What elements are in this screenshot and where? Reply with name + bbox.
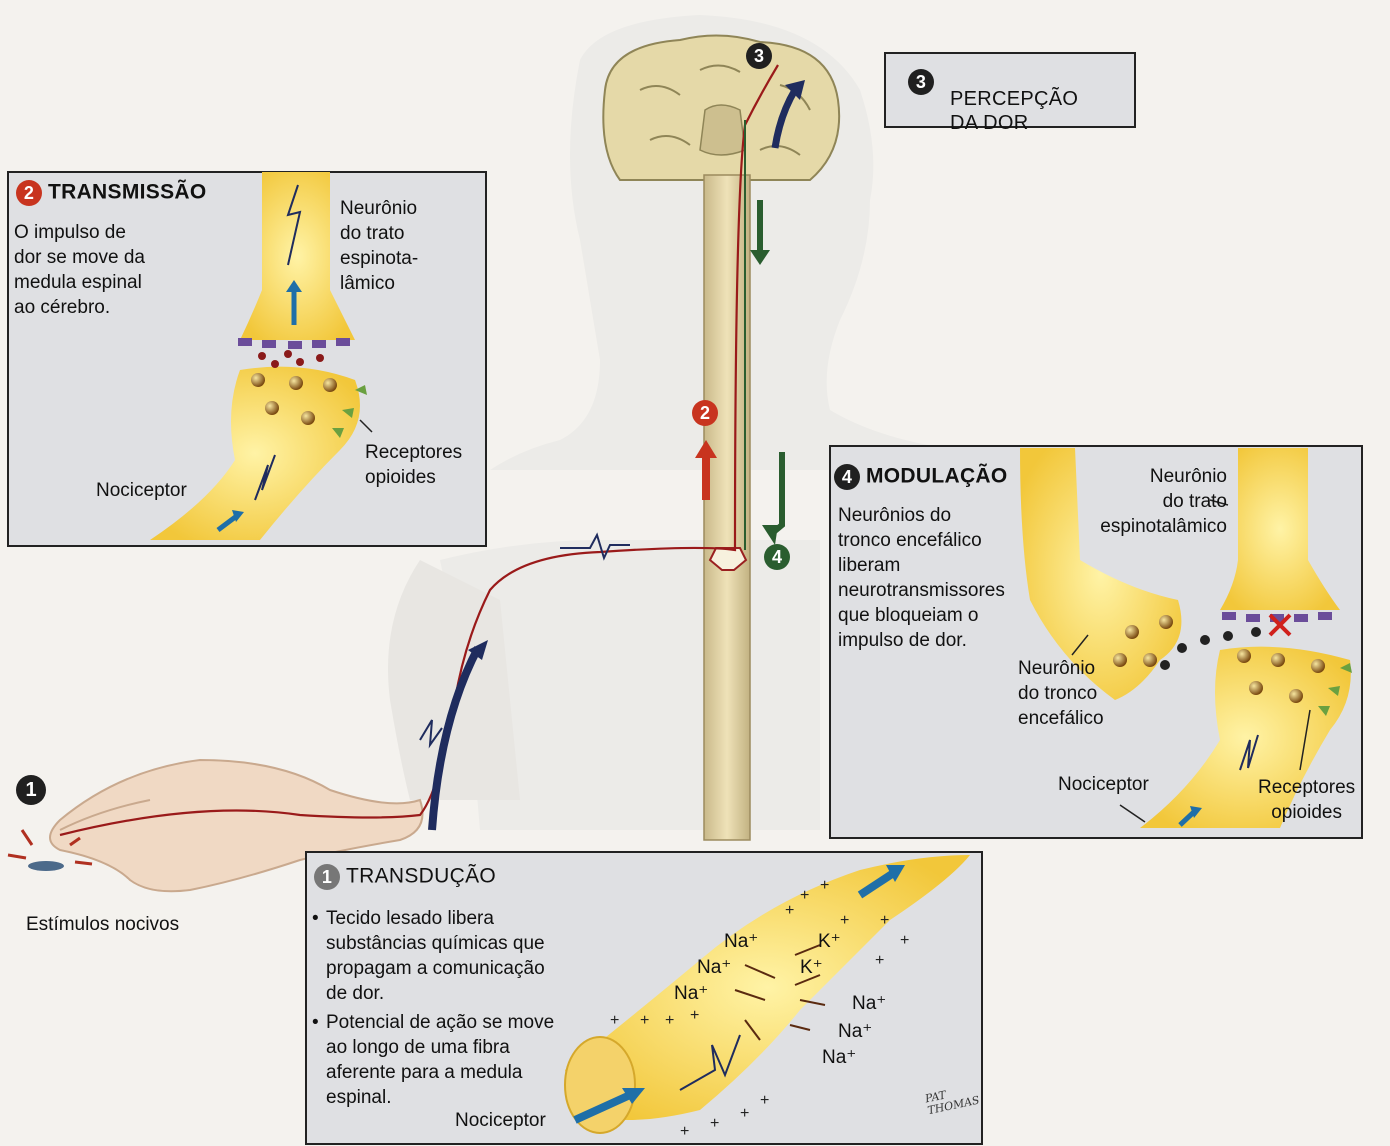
svg-text:+: + <box>680 1123 689 1140</box>
step-2-badge: 2 <box>16 180 42 206</box>
svg-text:+: + <box>740 1105 749 1122</box>
transduction-bullet-1: • Tecido lesado libera substâncias quími… <box>312 906 319 931</box>
step-1-marker: 1 <box>16 775 52 805</box>
svg-text:+: + <box>690 1007 699 1024</box>
spine-badge-2: 2 <box>692 400 718 426</box>
spinothalamic-neuron-label: Neurônio do trato espinota- lâmico <box>340 196 418 296</box>
ion-k-1: K⁺ <box>818 930 841 953</box>
spine-marker-4: 4 <box>764 544 796 570</box>
modulation-description: Neurônios do tronco encefálico liberam n… <box>838 503 1005 653</box>
svg-text:+: + <box>640 1012 649 1029</box>
bullet-dot: • <box>312 908 319 929</box>
svg-text:+: + <box>785 902 794 919</box>
spinothalamic-neuron-label-mod: Neurônio do trato espinotalâmico <box>1075 464 1227 539</box>
transmission-title: 2 TRANSMISSÃO <box>16 180 206 206</box>
svg-text:+: + <box>665 1012 674 1029</box>
brainstem-neuron-label: Neurônio do tronco encefálico <box>1018 656 1104 731</box>
noxious-stimulus-label: Estímulos nocivos <box>26 912 179 937</box>
svg-text:+: + <box>875 952 884 969</box>
ion-k-2: K⁺ <box>800 956 823 979</box>
nociceptor-label-trans: Nociceptor <box>455 1108 546 1133</box>
modulation-title-text: MODULAÇÃO <box>866 465 1008 488</box>
brain-section <box>603 35 839 180</box>
modulation-title: 4 MODULAÇÃO <box>834 464 1008 490</box>
nociceptor-label: Nociceptor <box>96 478 187 503</box>
step-1-badge: 1 <box>314 864 340 890</box>
transduction-title: 1 TRANSDUÇÃO <box>314 864 496 890</box>
ion-na-6: Na⁺ <box>822 1046 856 1069</box>
svg-text:+: + <box>900 932 909 949</box>
transmission-title-text: TRANSMISSÃO <box>48 181 206 204</box>
transduction-bullet-2: • Potencial de ação se move ao longo de … <box>312 1010 319 1035</box>
svg-text:+: + <box>710 1115 719 1132</box>
spine-marker-2: 2 <box>692 400 724 426</box>
step-3-badge: 3 <box>908 69 934 95</box>
spine-badge-4: 4 <box>764 544 790 570</box>
ion-na-5: Na⁺ <box>838 1020 872 1043</box>
svg-text:+: + <box>840 912 849 929</box>
step-4-badge: 4 <box>834 464 860 490</box>
svg-text:+: + <box>820 877 829 894</box>
perception-title-text: PERCEPÇÃO DA DOR <box>950 87 1078 135</box>
ion-na-2: Na⁺ <box>697 956 731 979</box>
ion-na-1: Na⁺ <box>724 930 758 953</box>
brain-badge-3: 3 <box>746 43 772 69</box>
opioid-receptors-label-mod: Receptores opioides <box>1258 775 1355 825</box>
svg-text:+: + <box>800 887 809 904</box>
stimulus-badge: 1 <box>16 775 46 805</box>
bullet-dot: • <box>312 1012 319 1033</box>
nociceptor-label-mod: Nociceptor <box>1058 772 1149 797</box>
brain-marker-3: 3 <box>746 43 778 69</box>
bullet-2-text: Potencial de ação se move ao longo de um… <box>326 1010 626 1110</box>
opioid-receptors-label: Receptores opioides <box>365 440 462 490</box>
ion-na-4: Na⁺ <box>852 992 886 1015</box>
bullet-1-text: Tecido lesado libera substâncias química… <box>326 906 626 1006</box>
ion-na-3: Na⁺ <box>674 982 708 1005</box>
svg-text:+: + <box>880 912 889 929</box>
spinal-cord <box>704 175 750 840</box>
svg-text:+: + <box>760 1092 769 1109</box>
transmission-description: O impulso de dor se move da medula espin… <box>14 220 145 320</box>
transduction-title-text: TRANSDUÇÃO <box>346 865 496 888</box>
